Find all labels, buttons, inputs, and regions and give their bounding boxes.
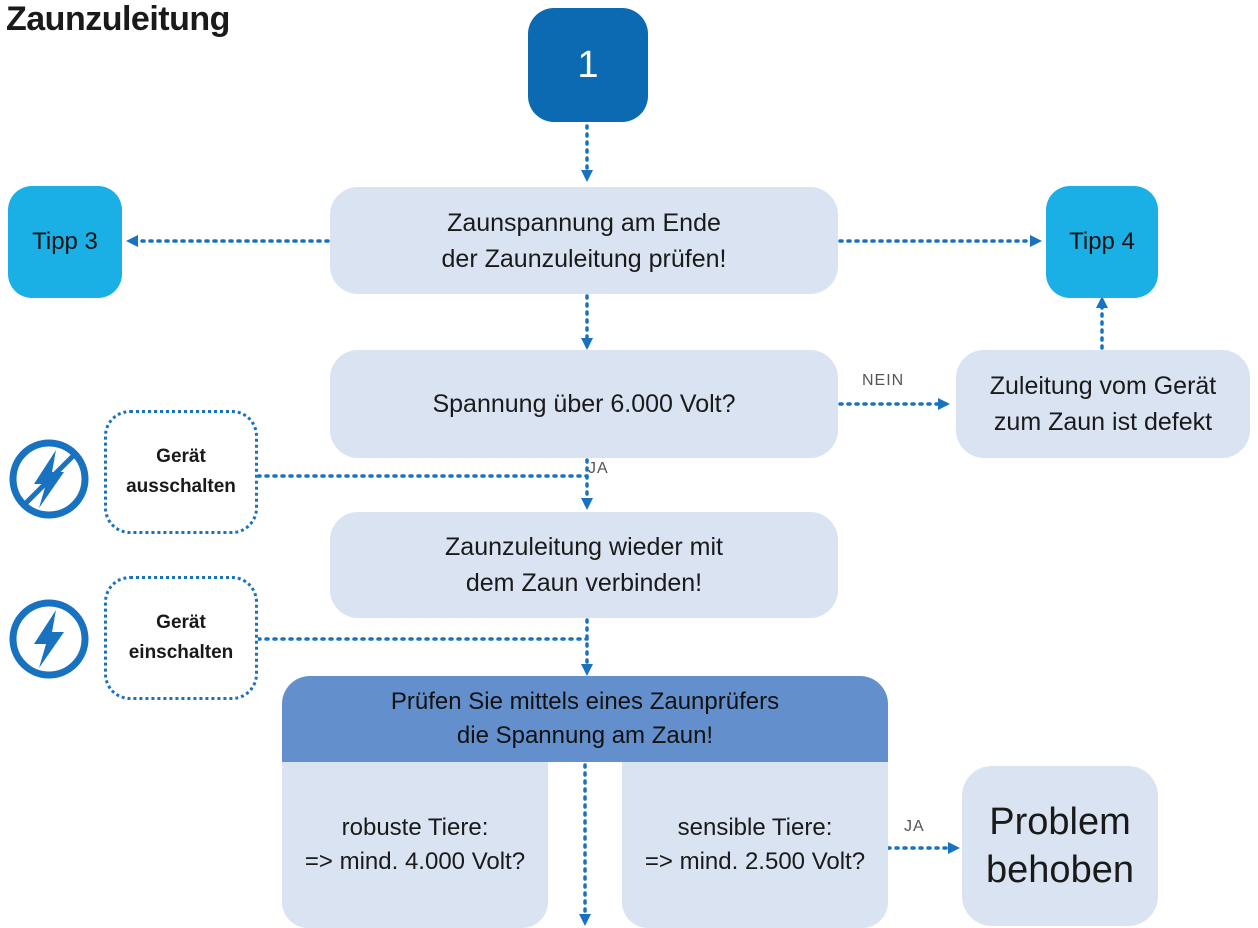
check-voltage-end-box: Zaunspannung am Ende der Zaunzuleitung p… xyxy=(330,187,838,294)
edge-label-ja-2: JA xyxy=(904,818,925,835)
edge-label-nein: NEIN xyxy=(862,372,905,389)
voltage-question-label: Spannung über 6.000 Volt? xyxy=(432,390,736,418)
check-fence-line2: die Spannung am Zaun! xyxy=(456,722,714,749)
line-defect-line2: zum Zaun ist defekt xyxy=(993,408,1213,436)
robust-line1: robuste Tiere: xyxy=(341,814,489,841)
device-off-line2: ausschalten xyxy=(126,476,236,497)
tipp-3-box[interactable]: Tipp 3 xyxy=(8,186,122,298)
device-on-box: Gerät einschalten xyxy=(104,576,258,700)
reconnect-box: Zaunzuleitung wieder mit dem Zaun verbin… xyxy=(330,512,838,618)
voltage-question-box: Spannung über 6.000 Volt? xyxy=(330,350,838,458)
start-label: 1 xyxy=(577,43,599,86)
reconnect-line2: dem Zaun verbinden! xyxy=(465,569,703,597)
reconnect-line1: Zaunzuleitung wieder mit xyxy=(445,533,723,561)
solved-line1: Problem xyxy=(989,801,1131,843)
line-defect-line1: Zuleitung vom Gerät xyxy=(989,372,1217,400)
device-on-line2: einschalten xyxy=(128,642,234,663)
page-title: Zaunzuleitung xyxy=(6,0,230,38)
sensitive-animals-box: sensible Tiere: => mind. 2.500 Volt? xyxy=(622,762,888,928)
device-off-line1: Gerät xyxy=(156,446,206,467)
tipp-3-label: Tipp 3 xyxy=(32,228,98,255)
solved-line2: behoben xyxy=(986,849,1134,891)
robust-line2: => mind. 4.000 Volt? xyxy=(304,848,526,875)
check-fence-line1: Prüfen Sie mittels eines Zaunprüfers xyxy=(390,688,780,715)
power-on-icon xyxy=(9,599,89,679)
sensitive-line1: sensible Tiere: xyxy=(677,814,833,841)
device-off-box: Gerät ausschalten xyxy=(104,410,258,534)
power-off-icon xyxy=(9,439,89,519)
robust-animals-box: robuste Tiere: => mind. 4.000 Volt? xyxy=(282,762,548,928)
check-voltage-end-line2: der Zaunzuleitung prüfen! xyxy=(441,244,727,273)
device-on-line1: Gerät xyxy=(156,612,206,633)
check-fence-header: Prüfen Sie mittels eines Zaunprüfers die… xyxy=(282,676,888,762)
problem-solved-box: Problem behoben xyxy=(962,766,1158,926)
sensitive-line2: => mind. 2.500 Volt? xyxy=(644,848,866,875)
line-defect-box: Zuleitung vom Gerät zum Zaun ist defekt xyxy=(956,350,1250,458)
tipp-4-box[interactable]: Tipp 4 xyxy=(1046,186,1158,298)
tipp-4-label: Tipp 4 xyxy=(1069,228,1135,255)
check-voltage-end-line1: Zaunspannung am Ende xyxy=(447,208,721,237)
edge-label-ja-1: JA xyxy=(588,460,609,477)
start-node: 1 xyxy=(528,8,648,122)
